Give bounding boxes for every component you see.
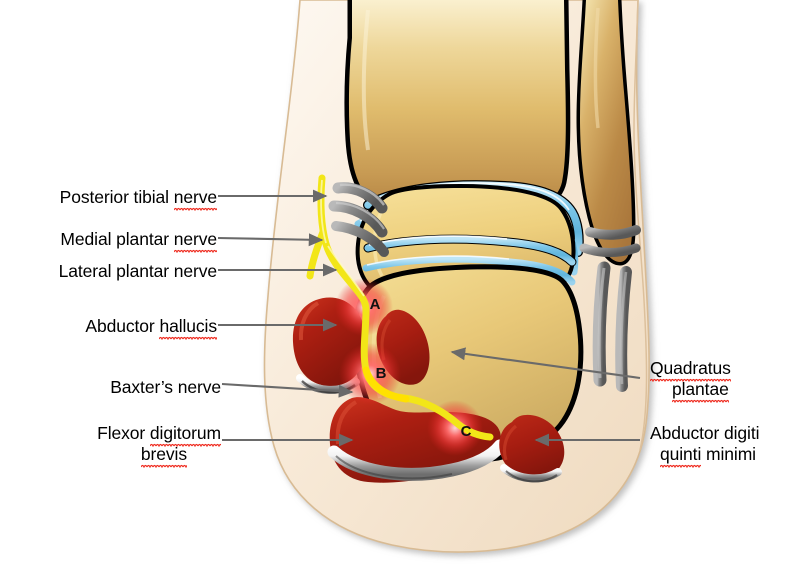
- misspelled-word: plantae: [672, 379, 729, 403]
- posterior-skin-contour: [633, 0, 648, 451]
- label-line: Abductor hallucis: [85, 316, 217, 340]
- label-quadratus-plantae: Quadratus plantae: [650, 358, 800, 403]
- misspelled-word: digitorum: [149, 423, 221, 447]
- compression-letters: A B C: [370, 296, 472, 440]
- misspelled-word: brevis: [140, 444, 187, 468]
- compression-letter-a: A: [370, 296, 381, 313]
- label-line: Abductor digiti: [650, 423, 760, 443]
- misspelled-word: nerve: [173, 229, 218, 253]
- baxters-nerve-path: [362, 366, 410, 403]
- label-flexor-digitorum-brevis: Flexor digitorum brevis: [27, 423, 221, 468]
- misspelled-word: nerve: [173, 187, 218, 211]
- label-line: Baxter’s nerve: [110, 377, 221, 397]
- label-line: Lateral plantar nerve: [58, 261, 218, 281]
- subtalar-cartilage: [362, 234, 577, 286]
- label-line: Quadratus: [650, 358, 800, 382]
- label-line: Flexor digitorum: [97, 423, 221, 447]
- posterior-tendons: [579, 225, 641, 392]
- misspelled-word: Quadratus: [650, 358, 731, 382]
- label-posterior-tibial-nerve: Posterior tibial nerve: [27, 187, 218, 211]
- arrow-baxters-nerve: [221, 382, 354, 398]
- label-baxters-nerve: Baxter’s nerve: [27, 377, 221, 398]
- leader-arrows: [217, 189, 641, 447]
- calcaneus-bone: [352, 264, 584, 463]
- label-line: Medial plantar nerve: [60, 229, 218, 253]
- flexor-retinaculum-tendons: [328, 182, 389, 257]
- nerve-highlight: [320, 179, 365, 297]
- label-line: brevis: [27, 444, 221, 468]
- label-line: Posterior tibial nerve: [59, 187, 218, 211]
- label-line: quinti minimi: [660, 444, 756, 468]
- label-abductor-digiti-quinti-minimi: Abductor digiti quinti minimi: [650, 423, 800, 468]
- tibia-bone: [344, 0, 571, 223]
- label-medial-plantar-nerve: Medial plantar nerve: [27, 229, 218, 253]
- abductor-digiti-quinti-minimi-muscle: [499, 414, 565, 483]
- misspelled-word: hallucis: [159, 316, 217, 340]
- compression-letter-b: B: [376, 365, 387, 382]
- fibula-bone: [576, 0, 636, 266]
- label-lateral-plantar-nerve: Lateral plantar nerve: [27, 261, 218, 282]
- arrow-medial-plantar-nerve: [217, 233, 324, 247]
- compression-letter-c: C: [461, 423, 472, 440]
- misspelled-word: quinti: [660, 444, 702, 468]
- label-line: plantae: [650, 379, 800, 403]
- label-abductor-hallucis: Abductor hallucis: [27, 316, 217, 340]
- arrow-quadratus-plantae: [450, 347, 641, 380]
